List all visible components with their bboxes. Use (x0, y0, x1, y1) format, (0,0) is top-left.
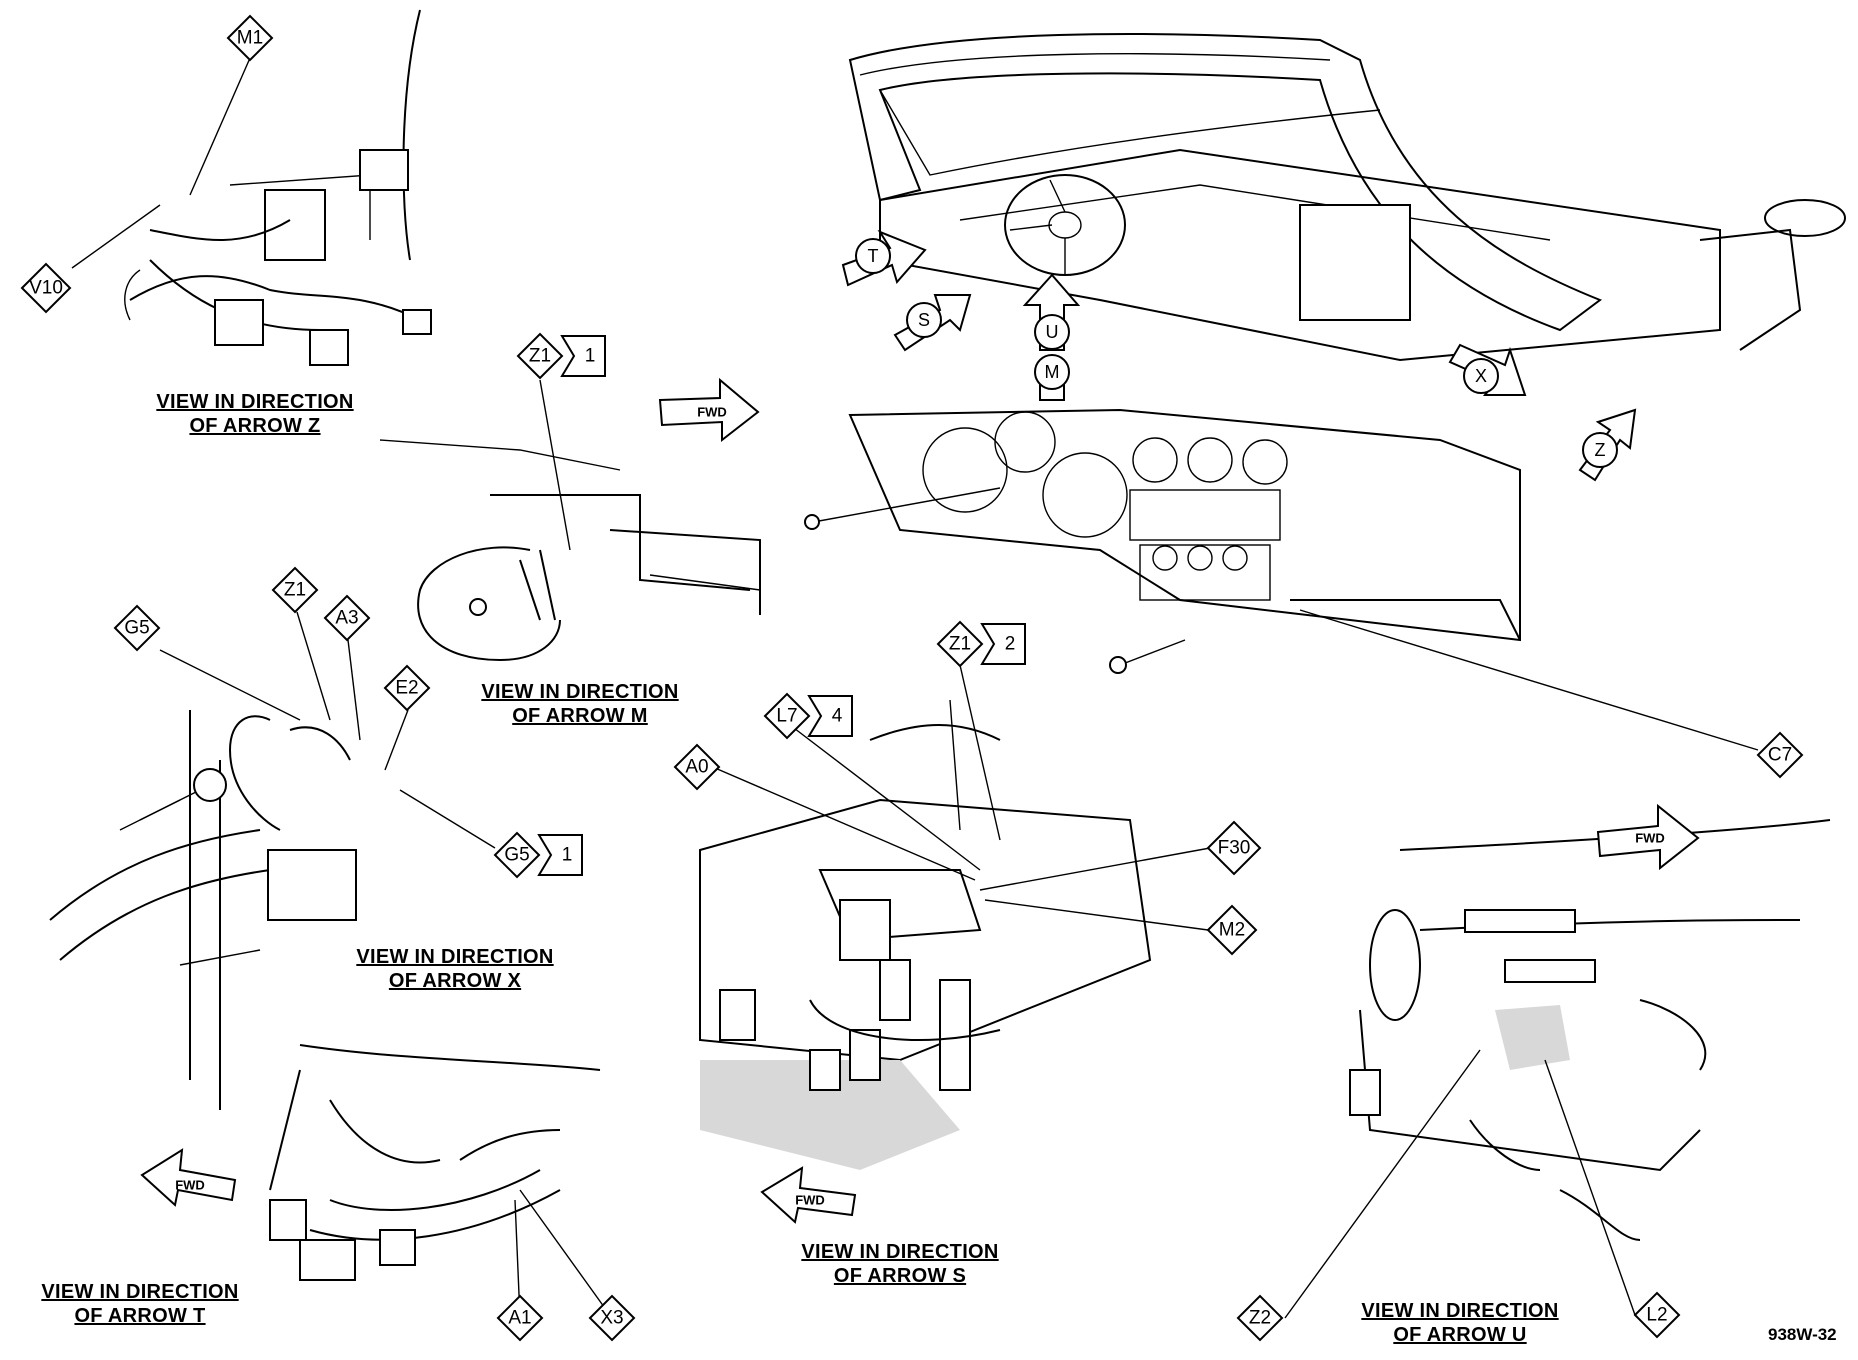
callout-g5: G5 (113, 604, 161, 652)
svg-text:Z1: Z1 (949, 634, 971, 655)
svg-text:V10: V10 (29, 278, 63, 299)
direction-arrows: T S U M X Z (841, 229, 1637, 482)
callout-v10: V10 (20, 262, 72, 314)
svg-text:Z1: Z1 (284, 580, 306, 601)
fwd-arrow-u: FWD (1596, 803, 1700, 871)
caption-x-line1: VIEW IN DIRECTION (356, 946, 553, 968)
svg-text:M1: M1 (237, 28, 263, 49)
callout-z2: Z2 (1236, 1294, 1284, 1342)
arrow-u-letter: U (1046, 322, 1059, 342)
fwd-label: FWD (175, 1178, 205, 1193)
callout-e2: E2 (383, 664, 431, 712)
fwd-label: FWD (795, 1193, 825, 1208)
arrow-s: S (893, 294, 972, 352)
caption-s-line1: VIEW IN DIRECTION (801, 1241, 998, 1263)
caption-m-line2: OF ARROW M (512, 705, 648, 727)
callout-l2: L2 (1633, 1291, 1681, 1339)
callout-a3: A3 (323, 594, 371, 642)
fwd-arrow-t: FWD (140, 1148, 237, 1207)
view-u-illustration (1349, 819, 1831, 1241)
svg-text:1: 1 (562, 845, 573, 866)
caption-u-line2: OF ARROW U (1393, 1324, 1526, 1346)
svg-text:A3: A3 (335, 608, 358, 629)
arrow-z-letter: Z (1595, 440, 1606, 460)
fwd-label: FWD (697, 405, 727, 420)
fwd-arrow-s: FWD (760, 1166, 857, 1224)
svg-text:1: 1 (585, 346, 596, 367)
callout-c7: C7 (1756, 731, 1804, 779)
svg-text:A0: A0 (685, 757, 708, 778)
svg-text:F30: F30 (1218, 838, 1251, 859)
callout-a0: A0 (673, 743, 721, 791)
view-captions: VIEW IN DIRECTION OF ARROW Z VIEW IN DIR… (41, 391, 1558, 1346)
arrow-u: U (1022, 273, 1081, 351)
callout-g5-1: G5 1 (493, 831, 583, 879)
caption-z-line1: VIEW IN DIRECTION (156, 391, 353, 413)
callout-z1-2: Z1 2 (936, 620, 1026, 668)
caption-x-line2: OF ARROW X (389, 970, 522, 992)
view-m-illustration (379, 439, 761, 662)
svg-text:E2: E2 (395, 678, 418, 699)
arrow-m-letter: M (1045, 362, 1060, 382)
caption-m-line1: VIEW IN DIRECTION (481, 681, 678, 703)
arrow-x-letter: X (1475, 366, 1487, 386)
callout-m2: M2 (1206, 904, 1258, 956)
arrow-t: T (841, 229, 927, 287)
arrow-t-letter: T (868, 246, 879, 266)
fwd-label: FWD (1635, 831, 1665, 846)
fwd-arrow-m: FWD (658, 377, 760, 443)
arrow-s-letter: S (918, 310, 930, 330)
svg-text:L7: L7 (776, 706, 797, 727)
svg-text:4: 4 (832, 706, 843, 727)
view-z-illustration (124, 9, 432, 366)
callout-l7-4: L7 4 (763, 692, 853, 740)
caption-z-line2: OF ARROW Z (189, 415, 320, 437)
svg-text:L2: L2 (1646, 1305, 1667, 1326)
svg-text:G5: G5 (124, 618, 149, 639)
svg-text:Z1: Z1 (529, 346, 551, 367)
callout-z1: Z1 (271, 566, 319, 614)
view-t-illustration (269, 1044, 601, 1281)
callout-z1-1: Z1 1 (516, 332, 606, 380)
arrow-m: M (1034, 354, 1070, 401)
caption-t-line1: VIEW IN DIRECTION (41, 1281, 238, 1303)
svg-text:Z2: Z2 (1249, 1308, 1271, 1329)
callout-f30: F30 (1206, 820, 1262, 876)
svg-text:M2: M2 (1219, 920, 1245, 941)
caption-s-line2: OF ARROW S (834, 1265, 966, 1287)
callout-x3: X3 (588, 1294, 636, 1342)
instrument-panel-overview (804, 33, 1846, 674)
svg-text:2: 2 (1005, 634, 1016, 655)
svg-text:G5: G5 (504, 845, 529, 866)
view-s-illustration (699, 699, 1152, 1170)
caption-u-line1: VIEW IN DIRECTION (1361, 1300, 1558, 1322)
figure-id: 938W-32 (1768, 1325, 1837, 1344)
callout-tags: M1 V10 Z1 1 G5 Z1 A3 (20, 14, 1804, 1342)
arrow-z: Z (1578, 408, 1637, 482)
svg-text:C7: C7 (1768, 745, 1792, 766)
svg-text:A1: A1 (508, 1308, 531, 1329)
svg-text:X3: X3 (600, 1308, 623, 1329)
caption-t-line2: OF ARROW T (74, 1305, 205, 1327)
view-x-illustration (49, 710, 357, 1110)
arrow-x: X (1448, 343, 1527, 396)
fwd-arrows: FWD FWD FWD FWD (140, 377, 1700, 1224)
callout-m1: M1 (226, 14, 274, 62)
leader-lines (71, 57, 1759, 1319)
callout-a1: A1 (496, 1294, 544, 1342)
